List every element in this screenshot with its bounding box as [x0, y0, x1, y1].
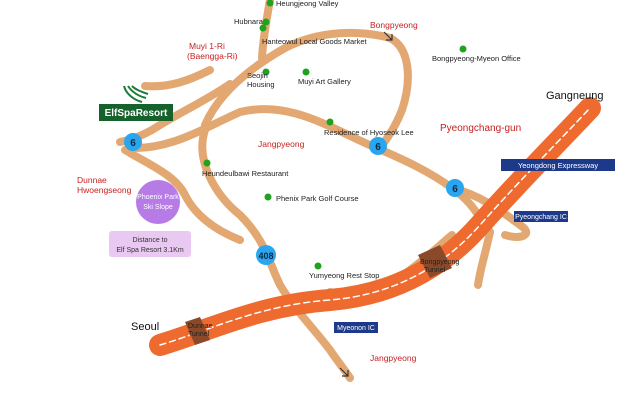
label-hanteowul: Hanteowul Local Goods Market — [262, 37, 368, 46]
label-dunnae-tunnel-2: Tunnel — [188, 331, 210, 338]
label-yumyeong: Yumyeong Rest Stop — [309, 271, 379, 280]
route-6-label-c: 6 — [452, 184, 458, 195]
poi-dot-hubnara — [262, 18, 270, 26]
label-gangneung: Gangneung — [546, 90, 604, 102]
route-6-label-a: 6 — [130, 138, 136, 149]
tunnels — [185, 245, 452, 345]
region-labels: Muyi 1-Ri (Baengga-Ri) Bongpyeong Jangpy… — [77, 20, 521, 363]
poi-dot-muyi-art — [302, 68, 310, 76]
label-muyi-ri: Muyi 1-Ri — [189, 41, 225, 51]
label-phenix-golf: Phenix Park Golf Course — [276, 194, 359, 203]
label-pyeongchang-ic: Pyeongchang IC — [515, 214, 567, 221]
route-6-label-b: 6 — [375, 142, 381, 153]
poi-dot-heungjeong — [266, 0, 274, 7]
label-myeonon-ic: Myeonon IC — [337, 325, 375, 332]
city-labels: Gangneung Seoul — [131, 90, 604, 333]
route-408-label: 408 — [258, 251, 273, 261]
label-bongpyeong-office: Bongpyeong-Myeon Office — [432, 54, 521, 63]
ski-line-1: Phoenix Park — [137, 194, 179, 201]
label-hyoseok: Residence of Hyoseok Lee — [324, 128, 414, 137]
road-route-6 — [124, 105, 494, 236]
road-route-408 — [198, 126, 354, 382]
dunnae-tunnel-shape — [185, 317, 210, 345]
poi-dots — [203, 0, 467, 270]
poi-dot-hyoseok — [326, 118, 334, 126]
bongpyeong-tunnel-shape — [418, 245, 452, 278]
label-baengga-ri: (Baengga-Ri) — [187, 51, 238, 61]
poi-dot-bongpyeong-office — [459, 45, 467, 53]
label-bongpyeong-tunnel-1: Bongpyeong — [420, 259, 459, 266]
poi-dot-seojin — [262, 68, 270, 76]
label-yeongdong-expressway: Yeongdong Expressway — [518, 161, 598, 170]
label-jangpyeong-south: Jangpyeong — [370, 353, 417, 363]
arrow-bongpyeong-icon — [383, 31, 393, 41]
label-seojin-2: Housing — [247, 80, 275, 89]
label-seojin-1: Seojin — [247, 71, 268, 80]
label-dunnae-tunnel-1: Dunnae — [188, 323, 213, 330]
road-pyeongchang-ic — [448, 184, 531, 241]
road-north-loop — [201, 28, 412, 154]
road-dunnae — [121, 146, 244, 244]
poi-dot-hanteowul — [259, 24, 267, 32]
logo-text: ElfSpaResort — [105, 108, 168, 119]
label-pyeongchang-gun: Pyeongchang-gun — [440, 123, 521, 134]
label-seoul: Seoul — [131, 321, 159, 333]
poi-dot-yumyeong — [314, 262, 322, 270]
poi-labels: Heungjeong Valley Hubnara Hanteowul Loca… — [202, 0, 521, 280]
direction-arrows — [339, 31, 393, 377]
route-badges: 6 6 6 408 — [124, 133, 464, 265]
label-muyi-art: Muyi Art Gallery — [298, 77, 351, 86]
label-bongpyeong-tunnel-2: Tunnel — [424, 267, 446, 274]
label-hwoengseong: Hwoengseong — [77, 185, 132, 195]
ski-distance-line-2: Elf Spa Resort 3.1Km — [116, 247, 183, 254]
label-heungjeong-valley: Heungjeong Valley — [276, 0, 339, 8]
poi-dot-heundeulbawi — [203, 159, 211, 167]
road-northwest — [141, 66, 214, 91]
ski-distance-line-1: Distance to — [132, 237, 167, 244]
arrow-jangpyeong-icon — [339, 367, 349, 377]
elfspa-logo: ElfSpaResort — [99, 85, 173, 121]
ski-slope-marker: Phoenix Park Ski Slope Distance to Elf S… — [109, 180, 191, 257]
label-bongpyeong: Bongpyeong — [370, 20, 418, 30]
label-heundeulbawi: Heundeulbawi Restaurant — [202, 169, 289, 178]
poi-dot-phenix-golf — [264, 193, 272, 201]
interchange-boxes: Yeongdong Expressway Pyeongchang IC Myeo… — [334, 159, 615, 333]
road-east — [474, 228, 494, 289]
ski-line-2: Ski Slope — [143, 204, 173, 211]
label-hubnara: Hubnara — [234, 17, 264, 26]
leaf-icon — [123, 85, 149, 103]
label-jangpyeong-center: Jangpyeong — [258, 139, 305, 149]
label-dunnae: Dunnae — [77, 175, 107, 185]
tunnel-labels: Bongpyeong Tunnel Dunnae Tunnel — [188, 259, 459, 338]
